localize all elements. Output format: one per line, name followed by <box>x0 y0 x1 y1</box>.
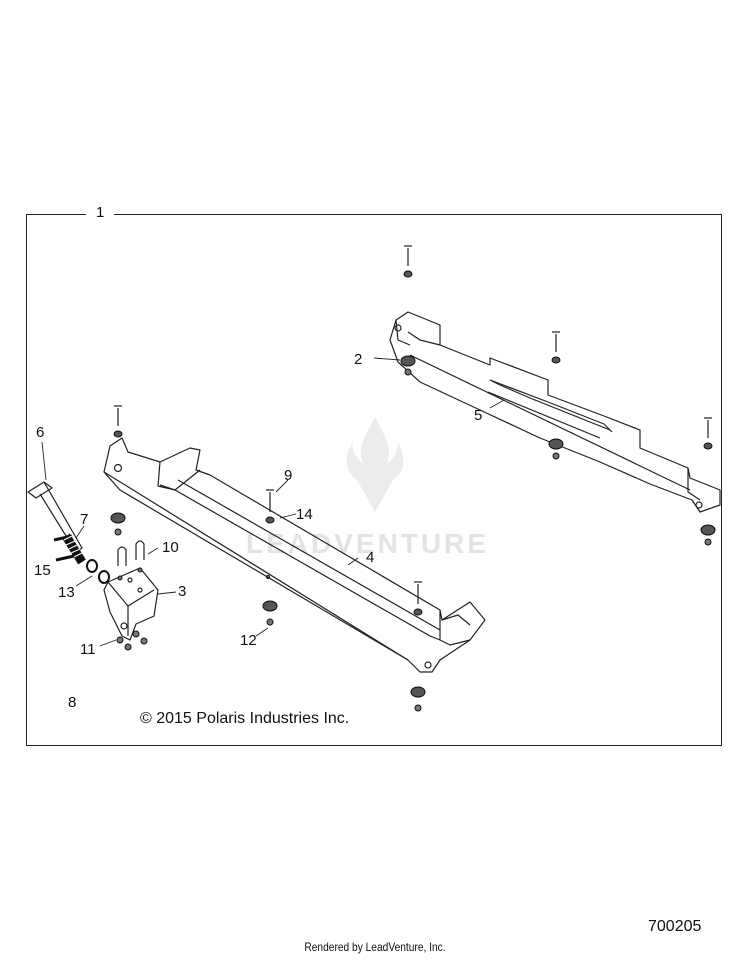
callout-8: 8 <box>68 694 76 711</box>
callout-1: 1 <box>86 202 115 224</box>
callout-2: 2 <box>354 351 362 368</box>
rear-rail-part-5 <box>389 311 721 513</box>
callout-11: 11 <box>80 641 96 658</box>
spacers-part-2 <box>110 270 716 698</box>
callout-4: 4 <box>366 549 374 566</box>
nuts-part-11 <box>114 368 712 712</box>
u-bolts-part-10 <box>117 540 145 566</box>
bolts <box>114 245 712 604</box>
callout-15: 15 <box>34 562 51 579</box>
figure-number: 700205 <box>648 918 702 935</box>
callout-5: 5 <box>474 407 482 424</box>
copyright-text: © 2015 Polaris Industries Inc. <box>140 710 350 727</box>
callout-12: 12 <box>240 632 257 649</box>
washers-part-13 <box>86 559 110 584</box>
callout-14: 14 <box>296 506 313 523</box>
callout-6: 6 <box>36 424 44 441</box>
callout-7: 7 <box>80 511 88 528</box>
front-rail-part-4 <box>103 437 486 673</box>
rendered-by-text: Rendered by LeadVenture, Inc. <box>304 940 446 954</box>
callout-13: 13 <box>58 584 75 601</box>
callout-10: 10 <box>162 539 179 556</box>
leadventure-logo-icon <box>346 417 404 512</box>
callout-9: 9 <box>284 467 292 484</box>
bracket-part-3 <box>103 567 159 641</box>
callout-3: 3 <box>178 583 186 600</box>
leader-lines <box>41 357 505 647</box>
spring-part-7 <box>62 533 86 565</box>
assembly-frame <box>26 214 722 746</box>
